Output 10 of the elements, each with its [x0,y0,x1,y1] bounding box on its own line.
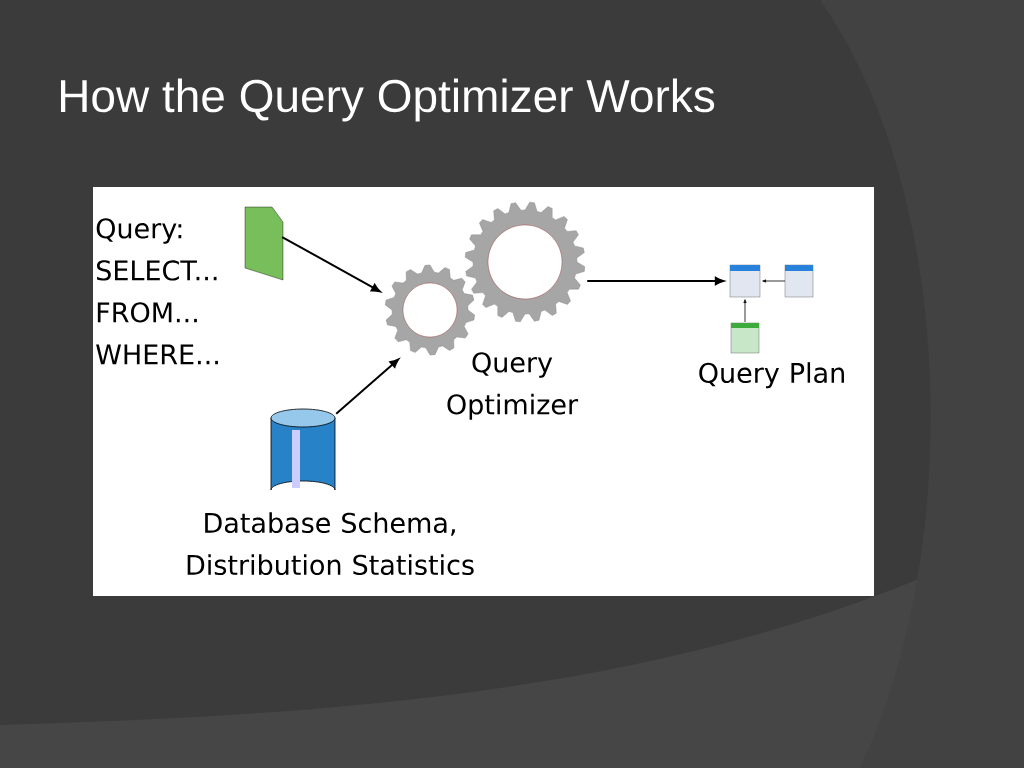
arrow [586,276,725,286]
node-caption: Query: SELECT... FROM... WHERE... [96,218,218,365]
node-caption: Database Schema, Distribution Statistics [187,512,474,576]
arrow [335,358,399,415]
query-plan-icon [729,264,814,354]
database-cylinder [270,408,336,491]
slide-title: How the Query Optimizer Works [61,78,715,122]
arrow [281,236,381,293]
node-caption: Query Plan [699,362,844,389]
node-caption: Query Optimizer [447,352,579,420]
